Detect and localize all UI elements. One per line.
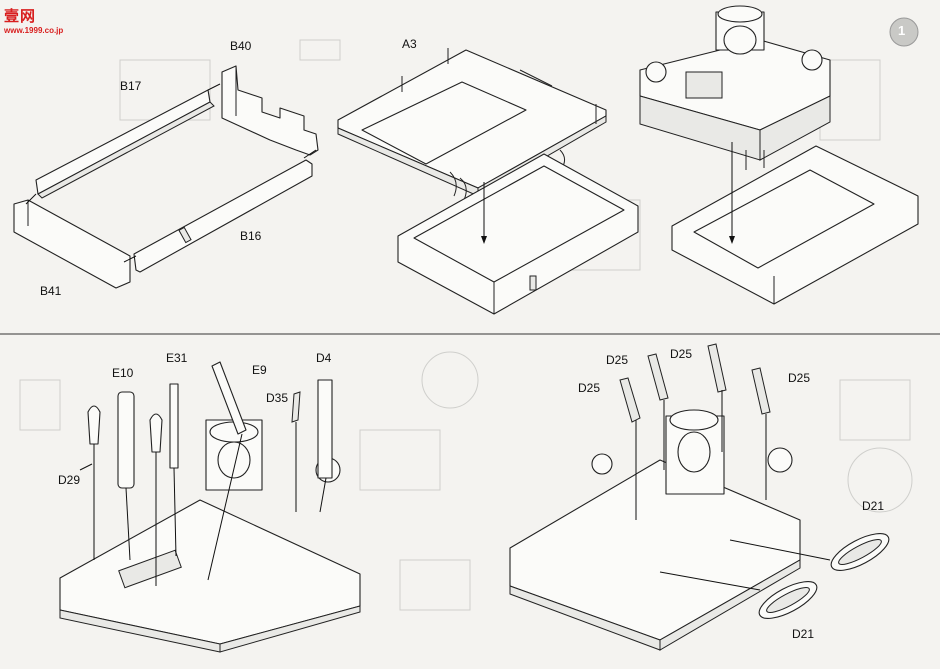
watermark-chars: 壹网 — [4, 7, 37, 25]
label-b17: B17 — [120, 79, 142, 93]
part-b40 — [221, 65, 319, 156]
part-e10 — [117, 391, 135, 489]
label-b40: B40 — [230, 39, 252, 53]
part-b17 — [35, 89, 211, 195]
deck-opening — [361, 81, 527, 165]
part-e31 — [169, 383, 179, 469]
label-e10: E10 — [112, 366, 134, 380]
label-d25-d: D25 — [788, 371, 811, 385]
watermark-logo: 壹网 www.1999.co.jp — [4, 8, 72, 38]
part-d29-right — [149, 413, 163, 453]
superstructure-assembly — [639, 5, 919, 305]
part-d25-d — [751, 367, 771, 415]
deck-plate-assembly — [337, 48, 639, 315]
part-e9 — [211, 361, 247, 435]
label-e31: E31 — [166, 351, 188, 365]
label-e9: E9 — [252, 363, 267, 377]
part-d35 — [291, 391, 301, 423]
step-number: 1 — [898, 23, 906, 38]
step-badge — [889, 17, 919, 47]
masts-right-assembly — [509, 343, 890, 651]
part-d29-left — [87, 405, 101, 445]
label-d25-c: D25 — [578, 381, 601, 395]
part-d4 — [317, 379, 333, 479]
lower-hull-right — [509, 459, 801, 641]
label-d29: D29 — [58, 473, 81, 487]
watermark-url: www.1999.co.jp — [4, 26, 64, 35]
label-d35: D35 — [266, 391, 289, 405]
part-b16 — [133, 159, 313, 273]
part-d25-b — [647, 353, 669, 401]
part-d25-a — [619, 377, 641, 423]
label-d21-b: D21 — [792, 627, 815, 641]
frame-assembly — [13, 65, 319, 289]
label-d25-a: D25 — [606, 353, 629, 367]
masts-assembly — [59, 361, 361, 653]
label-b41: B41 — [40, 284, 62, 298]
part-d25-c — [707, 343, 727, 393]
label-d4: D4 — [316, 351, 332, 365]
part-b41 — [13, 199, 131, 289]
label-a3: A3 — [402, 37, 417, 51]
label-d21-a: D21 — [862, 499, 885, 513]
label-b16: B16 — [240, 229, 262, 243]
label-d25-b: D25 — [670, 347, 693, 361]
